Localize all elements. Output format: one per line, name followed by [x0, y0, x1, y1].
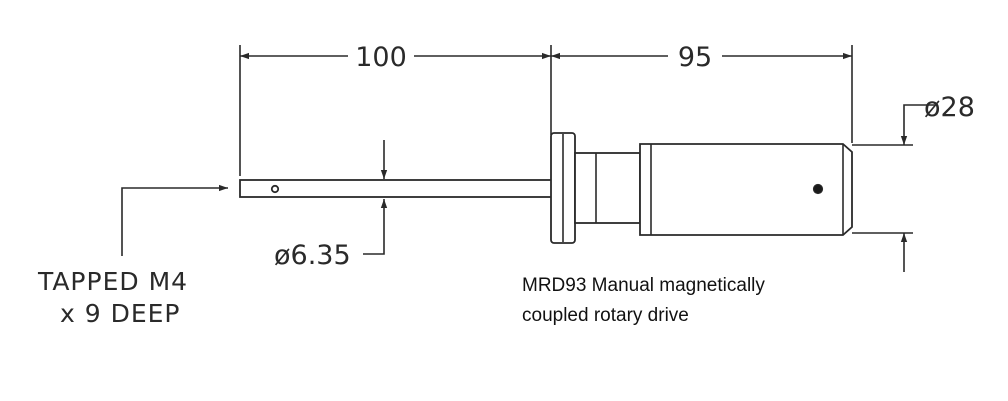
tapped-note-line1: TAPPED M4 — [37, 267, 188, 296]
dimension-diameter-28: ø28 — [900, 92, 975, 272]
dimension-100: 100 — [240, 42, 551, 73]
dimension-95: 95 — [551, 42, 852, 73]
rotary-drive-part — [239, 132, 853, 244]
neck — [574, 152, 641, 224]
dimension-100-label: 100 — [355, 42, 407, 73]
extension-lines — [239, 45, 913, 234]
dimension-diameter-28-label: ø28 — [924, 92, 975, 123]
tapped-hole-leader — [121, 184, 228, 256]
tapped-hole-icon — [270, 184, 280, 194]
set-screw-icon — [812, 183, 824, 195]
dimension-diameter-6-35: ø6.35 — [274, 140, 388, 271]
tapped-note-line2: x 9 DEEP — [60, 299, 181, 328]
product-caption-line1: MRD93 Manual magnetically — [522, 275, 765, 296]
dimension-diameter-6-35-label: ø6.35 — [274, 240, 351, 271]
shaft — [239, 179, 553, 198]
dimension-95-label: 95 — [678, 42, 712, 73]
product-caption-line2: coupled rotary drive — [522, 305, 689, 326]
